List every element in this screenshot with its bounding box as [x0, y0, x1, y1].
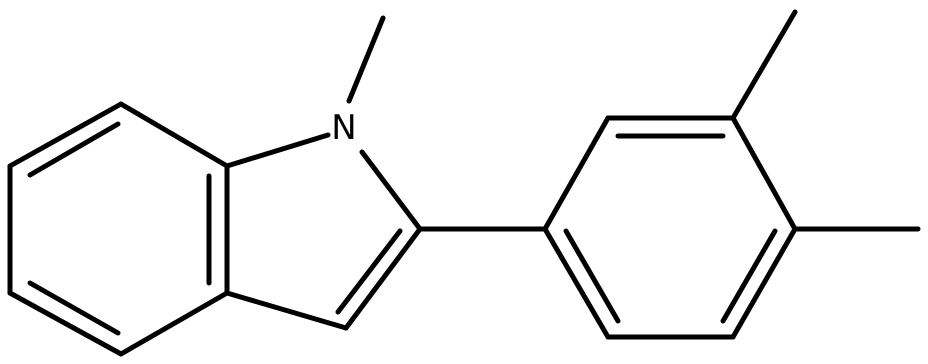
double-bond-inner-2 [27, 280, 121, 336]
methyl-3-bond [730, 9, 798, 121]
benzo-ring [7, 101, 230, 357]
aryl-double-inner-3 [563, 228, 621, 324]
aryl-double-inner-2 [720, 228, 778, 324]
double-bond-inner-1 [27, 121, 121, 178]
bond-c7a-c7 [118, 101, 230, 169]
pyrrole-ring [224, 132, 423, 331]
double-bond-c2-c3-inner [335, 228, 403, 315]
bond-ar4-ar5 [730, 226, 798, 340]
bond-c3-c3a [224, 290, 349, 331]
bond-n1-c2 [359, 149, 423, 232]
bond-c5-c4 [7, 290, 124, 357]
bond-ar1-ar2 [542, 115, 611, 232]
n-methyl-bond [346, 15, 386, 104]
dimethylphenyl-ring [542, 115, 798, 340]
bond-c4-c3a [118, 290, 230, 357]
bond-c7a-n1 [224, 132, 331, 169]
nitrogen-atom-label: N [331, 108, 356, 148]
bond-c7-c6 [7, 101, 124, 169]
bond-c2-c3 [343, 226, 423, 331]
bond-ar6-ar1 [542, 226, 611, 340]
bond-ar3-ar4 [730, 115, 798, 232]
